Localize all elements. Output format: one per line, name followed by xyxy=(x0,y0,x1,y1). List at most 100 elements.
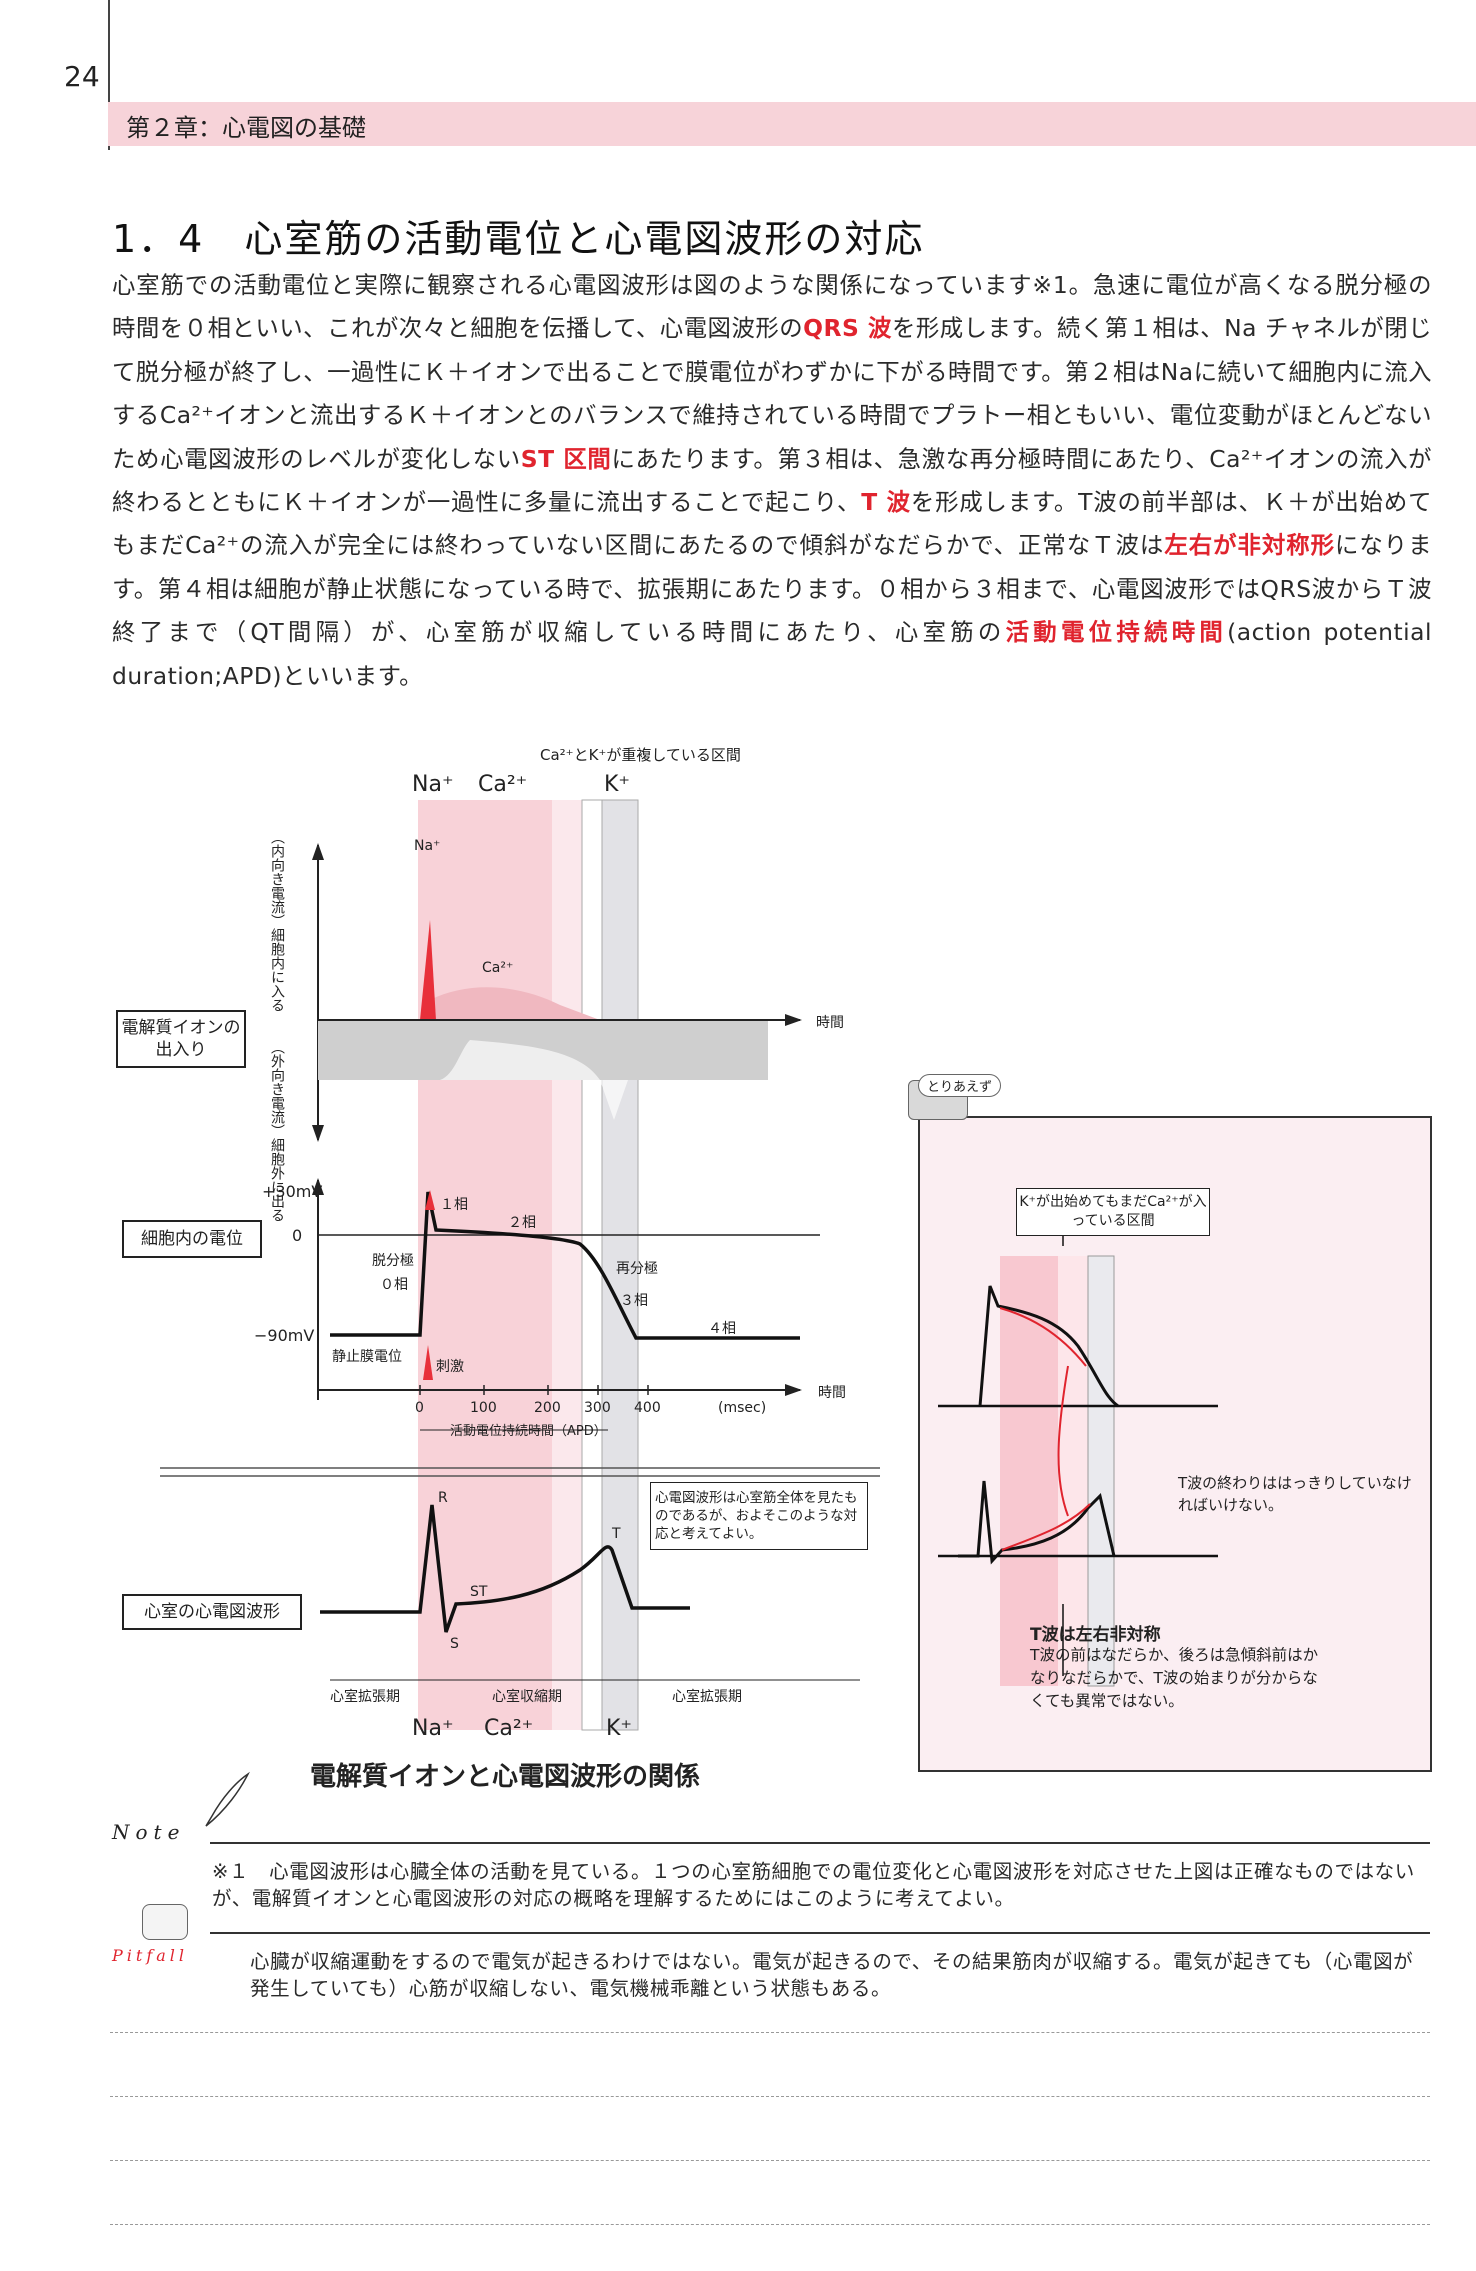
depolarization-arrow xyxy=(425,1190,435,1210)
phase-0: ０相 xyxy=(380,1277,408,1293)
top-ion-k: K⁺ xyxy=(604,772,631,797)
tick-label: 100 xyxy=(470,1400,497,1416)
phase-3: ３相 xyxy=(620,1293,648,1309)
ca-label: Ca²⁺ xyxy=(482,960,514,976)
sidebar-heading: T波は左右非対称 xyxy=(1030,1625,1161,1645)
body-text: にあたります。第３相は、急激な再分極時間にあたり、Ca²⁺イオンの流入が終わると… xyxy=(112,444,1433,517)
bottom-ion-na: Na⁺ xyxy=(412,1716,454,1741)
sidebar-note: T波の終わりははっきりしていなければいけない。 xyxy=(1178,1474,1412,1514)
figure-note-box: 心電図波形は心室筋全体を見たものであるが、およそこのような対応と考えてよい。 xyxy=(650,1482,868,1550)
page-number: 24 xyxy=(64,60,100,93)
phase-0-desc: 脱分極 xyxy=(372,1253,414,1269)
stimulus-arrow xyxy=(423,1345,433,1380)
mv-minus: −90mV xyxy=(254,1326,315,1345)
stimulus-label: 刺激 xyxy=(436,1359,464,1375)
writing-line xyxy=(110,2096,1430,2097)
body-text: を形成します。続く第１相は、Na チャネルが閉じて脱分極が終了し、一過性にＫ＋イ… xyxy=(112,314,1432,473)
arrow-right-icon xyxy=(785,1384,802,1396)
ecg-red-curve xyxy=(1001,1503,1091,1551)
highlight-st: ST 区間 xyxy=(520,444,612,473)
bottom-ion-k: K⁺ xyxy=(606,1716,633,1741)
ca-inward-flow xyxy=(420,987,600,1020)
phase-3-desc: 再分極 xyxy=(616,1261,658,1277)
body-text: になります。第４相は細胞が静止状態になっている時で、拡張期にあたります。０相から… xyxy=(112,531,1433,647)
light-pink-zone xyxy=(552,800,582,1730)
ecg-small-curve xyxy=(958,1480,1116,1565)
outward-shape xyxy=(440,1040,628,1120)
action-potential-curve xyxy=(330,1191,800,1340)
time-label-1: 時間 xyxy=(816,1015,844,1031)
phase-4: ４相 xyxy=(708,1321,736,1337)
pitfall-text: 心臓が収縮運動をするので電気が起きるわけではない。電気が起きるので、その結果筋肉… xyxy=(250,1950,1414,2000)
arrow-right-icon xyxy=(785,1014,802,1026)
msec-label: (msec) xyxy=(718,1400,767,1416)
header-rule xyxy=(108,0,110,150)
bottom-ion-ca: Ca²⁺ xyxy=(484,1716,534,1741)
tick-label: 200 xyxy=(534,1400,561,1416)
outward-label: （外向き電流）細胞外に出る xyxy=(269,1040,285,1222)
body-text: (action potential duration;APD)といいます。 xyxy=(112,618,1433,690)
diastole-label-2: 心室拡張期 xyxy=(672,1689,742,1705)
s-label: S xyxy=(450,1636,459,1652)
body-text: 心室筋での活動電位と実際に観察される心電図波形は図のような関係になっています※1… xyxy=(112,271,1432,343)
pitfall-rule xyxy=(210,1932,1430,1934)
na-label: Na⁺ xyxy=(414,838,441,854)
red-arrow xyxy=(1057,1365,1069,1517)
time-label-2: 時間 xyxy=(818,1385,846,1401)
highlight-t-wave: T 波 xyxy=(861,488,911,517)
writing-line xyxy=(110,2160,1430,2161)
ion-flow-box: 電解質イオンの出入り xyxy=(116,1010,246,1068)
mv-plus: +30mV xyxy=(262,1182,323,1201)
sidebar-body: T波の前はなだらか、後ろは急傾斜前はかなりなだらかで、T波の始まりが分からなくて… xyxy=(1030,1646,1319,1710)
ecg-box: 心室の心電図波形 xyxy=(122,1594,302,1630)
inward-label: （内向き電流）細胞内に入る xyxy=(269,830,285,1012)
note-rule xyxy=(210,1842,1430,1844)
apd-label: 活動電位持続時間（APD） xyxy=(450,1424,607,1439)
pink-zone xyxy=(1000,1256,1058,1686)
arrow-up-icon xyxy=(312,843,324,860)
body-paragraph: 心室筋での活動電位と実際に観察される心電図波形は図のような関係になっています※1… xyxy=(112,264,1432,698)
top-ion-ca: Ca²⁺ xyxy=(478,772,528,797)
arrow-down-icon xyxy=(312,1125,324,1142)
figure-caption: 電解質イオンと心電図波形の関係 xyxy=(310,1762,701,1792)
ap-red-curve xyxy=(999,1307,1087,1367)
chapter-band xyxy=(108,102,1476,146)
arrow-up-icon xyxy=(312,1178,324,1195)
sidebar-diagram xyxy=(938,1196,1218,1687)
potential-box: 細胞内の電位 xyxy=(122,1220,262,1258)
highlight-apd: 活動電位持続時間 xyxy=(1005,618,1228,647)
t-label: T xyxy=(612,1526,621,1542)
quill-icon xyxy=(205,1771,250,1827)
highlight-qrs: QRS 波 xyxy=(803,314,892,343)
na-spike xyxy=(420,920,436,1020)
r-label: R xyxy=(438,1490,448,1506)
k-zone xyxy=(1087,1255,1115,1687)
writing-line xyxy=(110,2032,1430,2033)
pitfall-icon xyxy=(142,1904,188,1940)
k-overlap-box: K⁺が出始めてもまだCa²⁺が入っている区間 xyxy=(1016,1188,1210,1236)
overlap-label: Ca²⁺とK⁺が重複している区間 xyxy=(540,746,741,764)
tick-label: 300 xyxy=(584,1400,611,1416)
ion-ecg-figure xyxy=(160,799,880,1731)
st-label: ST xyxy=(470,1584,488,1600)
section-title: 1．4 心室筋の活動電位と心電図波形の対応 xyxy=(112,217,925,261)
mv-zero: 0 xyxy=(292,1226,303,1245)
highlight-asymmetric: 左右が非対称形 xyxy=(1164,531,1335,560)
ap-curve xyxy=(978,1285,1119,1408)
note-label: Note xyxy=(112,1820,186,1844)
ecg-curve xyxy=(320,1504,690,1633)
diastole-label-1: 心室拡張期 xyxy=(330,1689,400,1705)
top-ion-na: Na⁺ xyxy=(412,772,454,797)
systole-label: 心室収縮期 xyxy=(492,1689,562,1705)
phase-2: ２相 xyxy=(508,1215,536,1231)
tick-label: 400 xyxy=(634,1400,661,1416)
chapter-title: 第２章：心電図の基礎 xyxy=(126,114,366,142)
body-text: を形成します。T波の前半部は、Ｋ＋が出始めてもまだCa²⁺の流入が完全には終わっ… xyxy=(112,488,1432,560)
resting-potential: 静止膜電位 xyxy=(332,1349,402,1365)
writing-line xyxy=(110,2224,1430,2225)
stamp-label: とりあえず xyxy=(918,1074,1002,1097)
tick-label: 0 xyxy=(415,1400,424,1416)
phase-1: １相 xyxy=(440,1197,468,1213)
pitfall-label: Pitfall xyxy=(112,1946,189,1965)
note-text: ※１ 心電図波形は心臓全体の活動を見ている。１つの心室筋細胞での電位変化と心電図… xyxy=(212,1860,1415,1910)
